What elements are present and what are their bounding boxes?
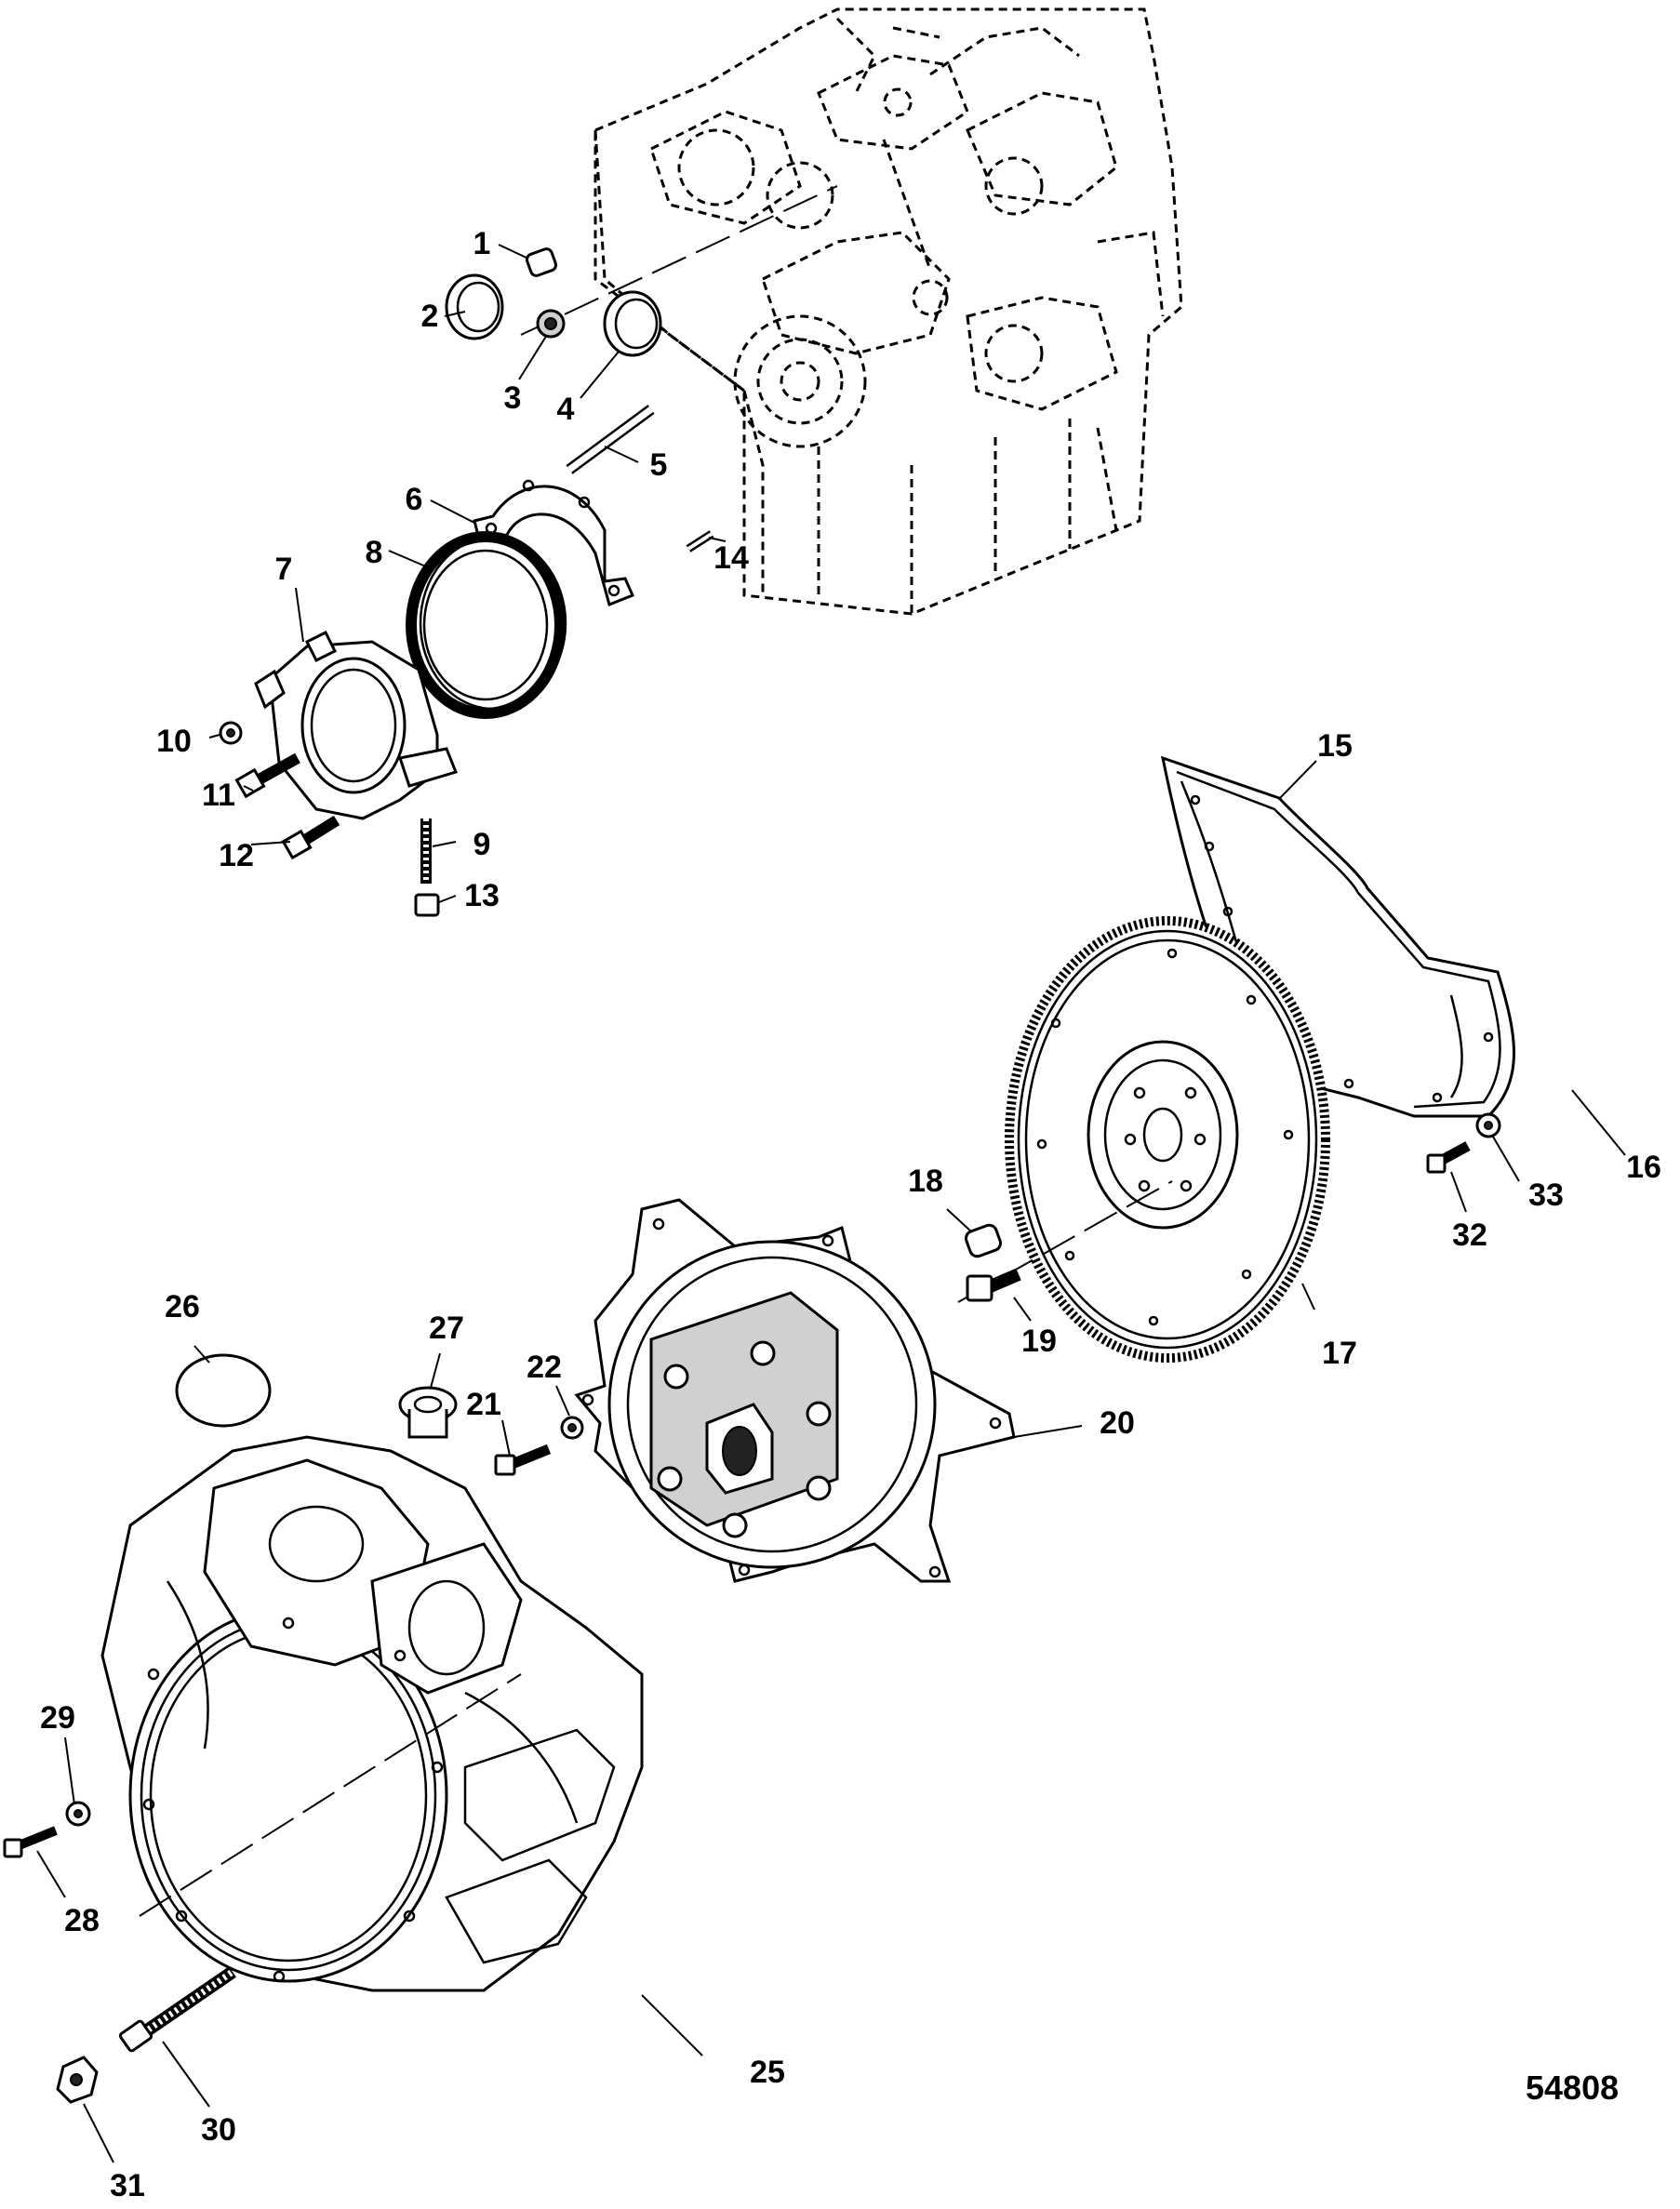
engine-block-phantom	[593, 7, 1183, 616]
part-22-washer	[560, 1416, 584, 1440]
part-5-stud	[566, 405, 655, 474]
part-18-dowel	[964, 1223, 1003, 1258]
part-30-bolt	[118, 1966, 236, 2053]
part-26-plug	[175, 1353, 272, 1428]
housing-centerline	[139, 1673, 522, 1917]
callout-28: 28	[64, 1903, 100, 1938]
callout-21: 21	[466, 1387, 501, 1422]
callout-16: 16	[1626, 1150, 1661, 1185]
part-6-seal-retainer	[473, 479, 635, 607]
part-4-seal-ring	[603, 290, 662, 357]
callout-10: 10	[156, 724, 192, 759]
part-1-dowel	[525, 247, 558, 277]
callout-20: 20	[1100, 1405, 1135, 1441]
part-10-nut	[219, 721, 243, 745]
callout-25: 25	[750, 2055, 785, 2090]
callout-11: 11	[202, 778, 235, 813]
leader-lines	[36, 244, 1626, 2163]
part-2-seal-ring	[445, 273, 504, 340]
callout-27: 27	[429, 1311, 464, 1346]
callout-6: 6	[405, 482, 423, 517]
part-11-bolt	[234, 752, 300, 799]
crank-centerline	[520, 185, 838, 336]
callout-9: 9	[473, 827, 491, 862]
part-7-seal-housing	[254, 630, 459, 820]
part-29-washer	[65, 1801, 91, 1827]
flywheel-centerline	[957, 1180, 1173, 1303]
part-21-bolt	[494, 1444, 552, 1476]
callout-8: 8	[365, 535, 383, 570]
callout-17: 17	[1322, 1336, 1357, 1371]
part-20-drive-plate	[574, 1198, 1016, 1583]
callout-31: 31	[110, 2168, 145, 2203]
part-14-pin	[686, 530, 714, 552]
callout-4: 4	[556, 392, 575, 427]
part-13-nut	[414, 893, 440, 917]
callout-29: 29	[40, 1700, 75, 1736]
callout-7: 7	[274, 552, 293, 587]
callout-32: 32	[1452, 1218, 1487, 1253]
callout-33: 33	[1528, 1178, 1564, 1213]
figure-number: 54808	[1526, 2069, 1620, 2107]
part-8-rear-main-seal	[406, 531, 567, 719]
part-28-bolt	[3, 1826, 58, 1858]
part-32-bolt	[1426, 1141, 1471, 1174]
callout-22: 22	[527, 1350, 562, 1385]
part-31-nut	[56, 2056, 99, 2104]
callout-3: 3	[503, 380, 522, 416]
callout-5: 5	[649, 447, 668, 483]
part-19-bolt	[966, 1268, 1021, 1302]
callout-30: 30	[201, 2112, 236, 2148]
callout-13: 13	[464, 878, 500, 913]
callout-18: 18	[908, 1164, 943, 1199]
callout-2: 2	[420, 299, 439, 334]
callout-19: 19	[1021, 1324, 1057, 1359]
callout-26: 26	[165, 1289, 200, 1324]
part-17-flywheel	[1005, 916, 1330, 1363]
callout-14: 14	[713, 540, 749, 576]
part-33-washer	[1475, 1112, 1501, 1138]
callout-15: 15	[1317, 728, 1353, 764]
callout-1: 1	[473, 226, 491, 261]
part-12-bolt	[281, 815, 340, 860]
callout-12: 12	[219, 838, 254, 873]
part-25-flywheel-housing	[100, 1435, 644, 1992]
part-27-grommet	[398, 1386, 458, 1439]
part-3-bushing	[536, 309, 566, 339]
